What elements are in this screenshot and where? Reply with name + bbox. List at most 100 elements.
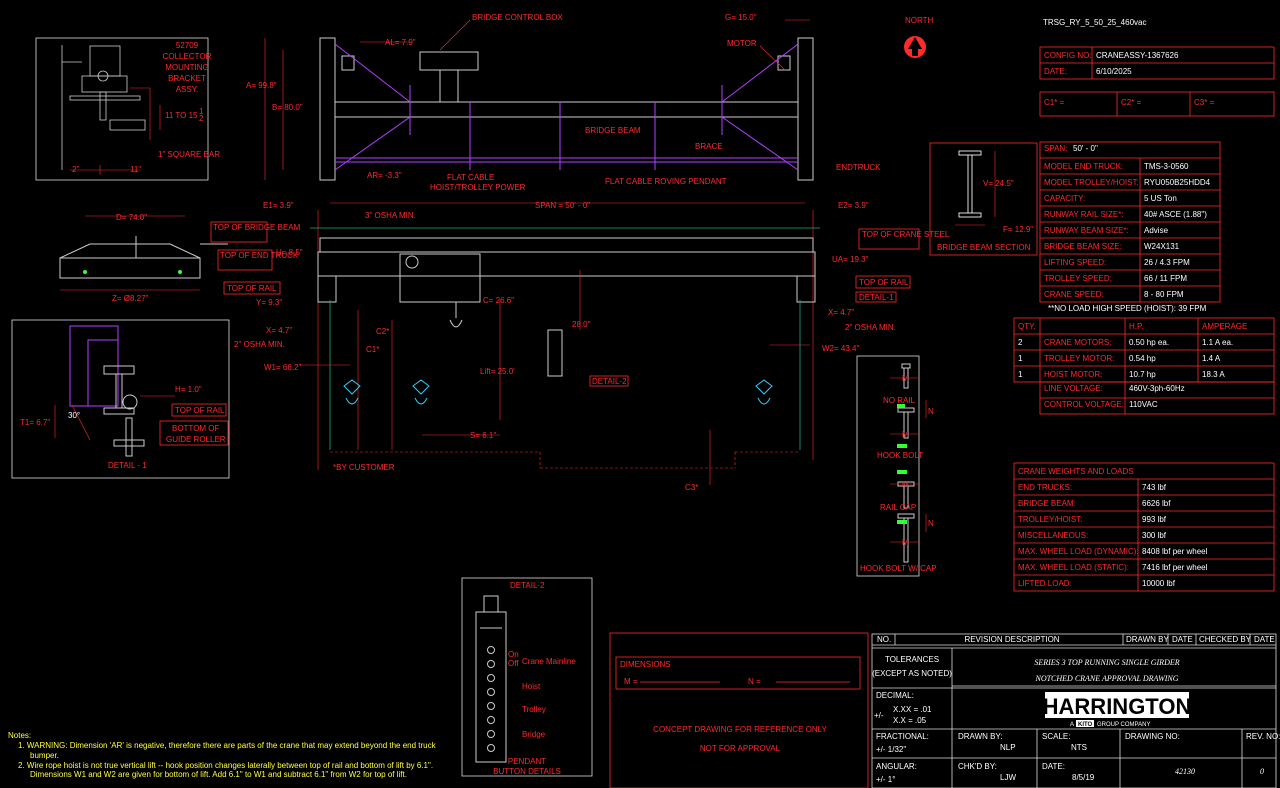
tb-date-hdr: DATE — [1172, 635, 1193, 644]
ua-dim: UA= 19.3" — [832, 255, 869, 264]
weight-value: 300 lbf — [1142, 531, 1167, 540]
pendant-caption-2: BUTTON DETAILS — [493, 767, 561, 776]
x-dim-left: X= 4.7" — [266, 326, 292, 335]
motor-header-hp: H.P. — [1129, 322, 1144, 331]
tb-except: (EXCEPT AS NOTED) — [872, 669, 952, 678]
spec-label: CAPACITY: — [1044, 194, 1085, 203]
pendant-button-icon — [487, 660, 495, 668]
weight-label: MISCELLANEOUS: — [1018, 531, 1088, 540]
collector-bracket-detail — [35, 37, 209, 181]
bottom-of-label: BOTTOM OF — [172, 424, 220, 433]
spec-label: RUNWAY RAIL SIZE*: — [1044, 210, 1124, 219]
bridge-control-box-label: BRIDGE CONTROL BOX — [472, 13, 563, 22]
north-label: NORTH — [905, 16, 934, 25]
d-dim: D= 74.0" — [116, 213, 147, 222]
motor-hp: 0.50 hp ea. — [1129, 338, 1169, 347]
control-voltage-value: 110VAC — [1129, 400, 1158, 409]
weight-value: 743 lbf — [1142, 483, 1167, 492]
motor-amp: 1.4 A — [1202, 354, 1221, 363]
logo-text: HARRINGTON — [1043, 694, 1192, 719]
endtruck-label: ENDTRUCK — [836, 163, 881, 172]
tb-drawn-by: DRAWN BY: — [958, 732, 1003, 741]
c3-value: C3* = — [1194, 98, 1215, 107]
logo-sub-a: A — [1070, 722, 1074, 728]
by-customer-label: *BY CUSTOMER — [333, 463, 395, 472]
motor-hp: 10.7 hp — [1129, 370, 1156, 379]
tb-scale: SCALE: — [1042, 732, 1070, 741]
motor-label: CRANE MOTORS: — [1044, 338, 1111, 347]
top-of-bridge-beam-1: TOP OF BRIDGE BEAM — [213, 223, 301, 232]
collector-no: 52709 — [176, 41, 199, 50]
weight-value: 10000 lbf — [1142, 579, 1176, 588]
weight-label: MAX. WHEEL LOAD (DYNAMIC): — [1018, 547, 1139, 556]
bracket-label: BRACKET — [168, 74, 206, 83]
y-dim: Y= 9.3" — [256, 298, 282, 307]
top-of-end-truck: TOP OF END TRUCK — [220, 251, 299, 260]
motor-header-amp: AMPERAGE — [1202, 322, 1247, 331]
harrington-logo: HARRINGTON A KITO GROUP COMPANY — [1043, 692, 1192, 728]
tb-scale-val: NTS — [1071, 743, 1087, 752]
tb-chkd-by: CHK'D BY: — [958, 762, 997, 771]
collector-label: COLLECTOR — [163, 52, 212, 61]
top-of-rail-right: TOP OF RAIL — [859, 278, 909, 287]
t1-dim: T1= 6.7" — [20, 418, 50, 427]
top-of-rail-detail: TOP OF RAIL — [175, 406, 225, 415]
weight-value: 7416 lbf per wheel — [1142, 563, 1208, 572]
line-voltage-value: 460V-3ph-60Hz — [1129, 384, 1185, 393]
rail-options-box — [856, 355, 927, 577]
flat-cable-pendant-label: FLAT CABLE ROVING PENDANT — [605, 177, 727, 186]
pendant-caption-1: PENDANT — [508, 757, 546, 766]
two-inch-label: 2" — [72, 165, 79, 174]
detail-1-callout: DETAIL-1 — [859, 293, 894, 302]
spec-label: RUNWAY BEAM SIZE*: — [1044, 226, 1129, 235]
half-denominator: 2 — [199, 114, 204, 123]
spec-value: 5 US Ton — [1144, 194, 1177, 203]
dim-m: M = — [624, 677, 638, 686]
spec-label: CRANE SPEED: — [1044, 290, 1104, 299]
motor-qty: 1 — [1018, 354, 1023, 363]
config-box — [1039, 46, 1275, 80]
motor-label: MOTOR — [727, 39, 757, 48]
x-dim-right: X= 4.7" — [828, 308, 854, 317]
weight-value: 993 lbf — [1142, 515, 1167, 524]
g-dim: G= 15.0" — [725, 13, 757, 22]
flat-cable-label: FLAT CABLE — [447, 173, 494, 182]
pendant-button-icon — [487, 688, 495, 696]
w1-dim: W1= 66.2" — [264, 363, 301, 372]
date-value: 6/10/2025 — [1096, 67, 1132, 76]
spec-label: TROLLEY SPEED: — [1044, 274, 1112, 283]
note-line-4: Dimensions W1 and W2 are given for botto… — [30, 770, 407, 779]
weight-label: MAX. WHEEL LOAD (STATIC): — [1018, 563, 1129, 572]
weight-label: BRIDGE BEAM: — [1018, 499, 1076, 508]
tb-date-hdr-2: DATE — [1254, 635, 1275, 644]
weights-title: CRANE WEIGHTS AND LOADS — [1018, 467, 1134, 476]
spec-value: 40# ASCE (1.88") — [1144, 210, 1207, 219]
m-no-rail: M — [902, 374, 909, 383]
off-label: Off — [508, 659, 519, 668]
spec-value: 8 - 80 FPM — [1144, 290, 1184, 299]
note-line-3: 2. Wire rope hoist is not true vertical … — [18, 761, 433, 770]
mounting-label: MOUNTING — [165, 63, 209, 72]
z-dim: Z= Ø8.27" — [112, 294, 149, 303]
motor-qty: 1 — [1018, 370, 1023, 379]
tb-date-val: 8/5/19 — [1072, 773, 1095, 782]
osha-2-left: 2" OSHA MIN. — [234, 340, 285, 349]
tb-decimal: DECIMAL: — [876, 691, 914, 700]
span-value: 50' - 0" — [1073, 144, 1098, 153]
dim-v: V= 24.5" — [983, 179, 1014, 188]
span-label: SPAN: — [1044, 144, 1067, 153]
c1-value: C1* = — [1044, 98, 1065, 107]
spec-value: W24X131 — [1144, 242, 1180, 251]
concept-note: CONCEPT DRAWING FOR REFERENCE ONLY — [653, 725, 827, 734]
end-truck-view — [59, 215, 228, 291]
c-dim: C= 26.6" — [483, 296, 514, 305]
tb-drawing-no-val: 42130 — [1175, 767, 1195, 776]
weight-value: 8408 lbf per wheel — [1142, 547, 1208, 556]
tb-xxx: X.XX = .01 — [893, 705, 932, 714]
n-no-rail: N — [928, 407, 934, 416]
motor-hp: 0.54 hp — [1129, 354, 1156, 363]
tb-fractional: FRACTIONAL: — [876, 732, 929, 741]
e1-dim: E1= 3.9" — [263, 201, 294, 210]
m-rail-cap: M — [902, 480, 909, 489]
